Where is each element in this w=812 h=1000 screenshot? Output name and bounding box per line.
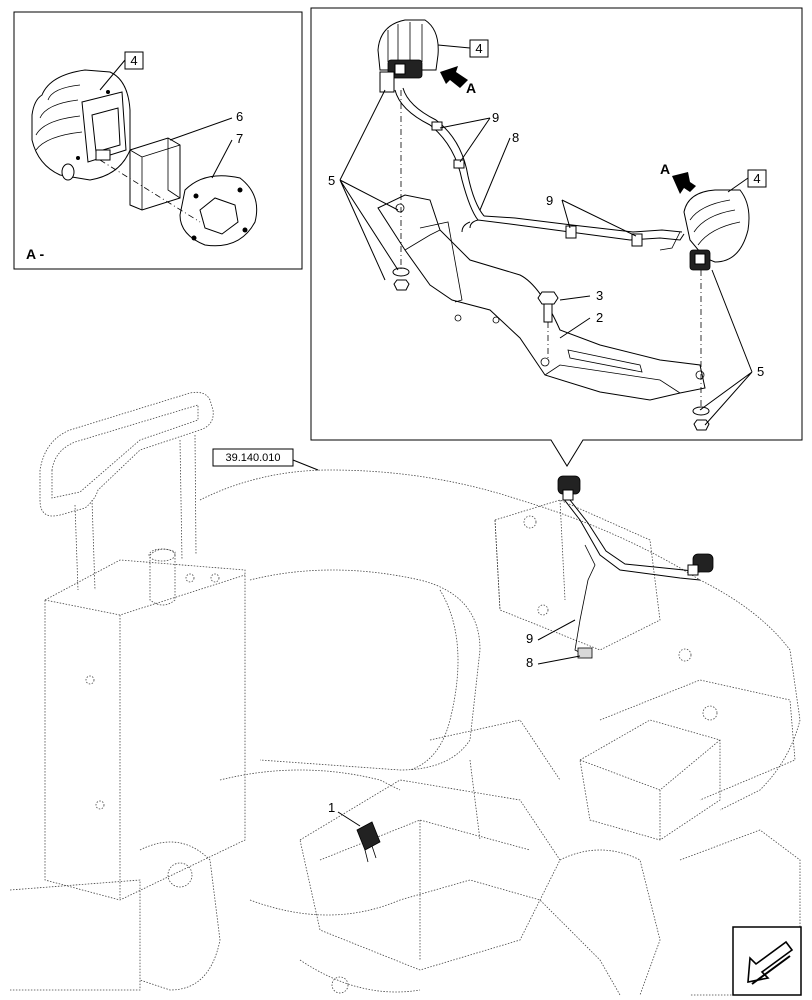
machine-item-8-label: 8 — [526, 655, 533, 670]
view-arrow-icon — [672, 172, 696, 194]
installed-lamp-assembly — [557, 475, 714, 659]
detail-view-panel: 4 6 7 A - — [13, 11, 303, 270]
assembly-item-9-mid-label: 9 — [546, 193, 553, 208]
detail-view-label: A - — [26, 246, 44, 262]
assembly-item-8-label: 8 — [512, 130, 519, 145]
assembly-view-panel: 4 4 A A 9 8 9 5 3 2 5 — [310, 7, 803, 467]
assembly-lamp-right-callout: 4 — [753, 171, 760, 186]
detail-lamp-callout: 4 — [130, 53, 137, 68]
orientation-arrow-icon — [732, 926, 802, 996]
cross-reference-box: 39.140.010 — [225, 452, 280, 464]
item-1-connector — [356, 821, 381, 863]
assembly-lamp-left-callout: 4 — [475, 41, 482, 56]
machine-item-1-label: 1 — [328, 800, 335, 815]
detail-item-6-label: 6 — [236, 109, 243, 124]
assembly-item-5-right-label: 5 — [757, 364, 764, 379]
assembly-item-2-label: 2 — [596, 310, 603, 325]
machine-item-9-label: 9 — [526, 631, 533, 646]
machine-body — [9, 391, 801, 996]
view-arrow-label-right: A — [660, 161, 670, 177]
view-arrow-label-left: A — [466, 80, 476, 96]
machine-view-labels: 39.140.010 9 8 1 — [212, 448, 581, 827]
detail-item-7-label: 7 — [236, 131, 243, 146]
assembly-item-3-label: 3 — [596, 288, 603, 303]
assembly-item-9-top-label: 9 — [492, 110, 499, 125]
view-arrow-icon — [440, 66, 468, 88]
assembly-item-5-left-label: 5 — [328, 173, 335, 188]
